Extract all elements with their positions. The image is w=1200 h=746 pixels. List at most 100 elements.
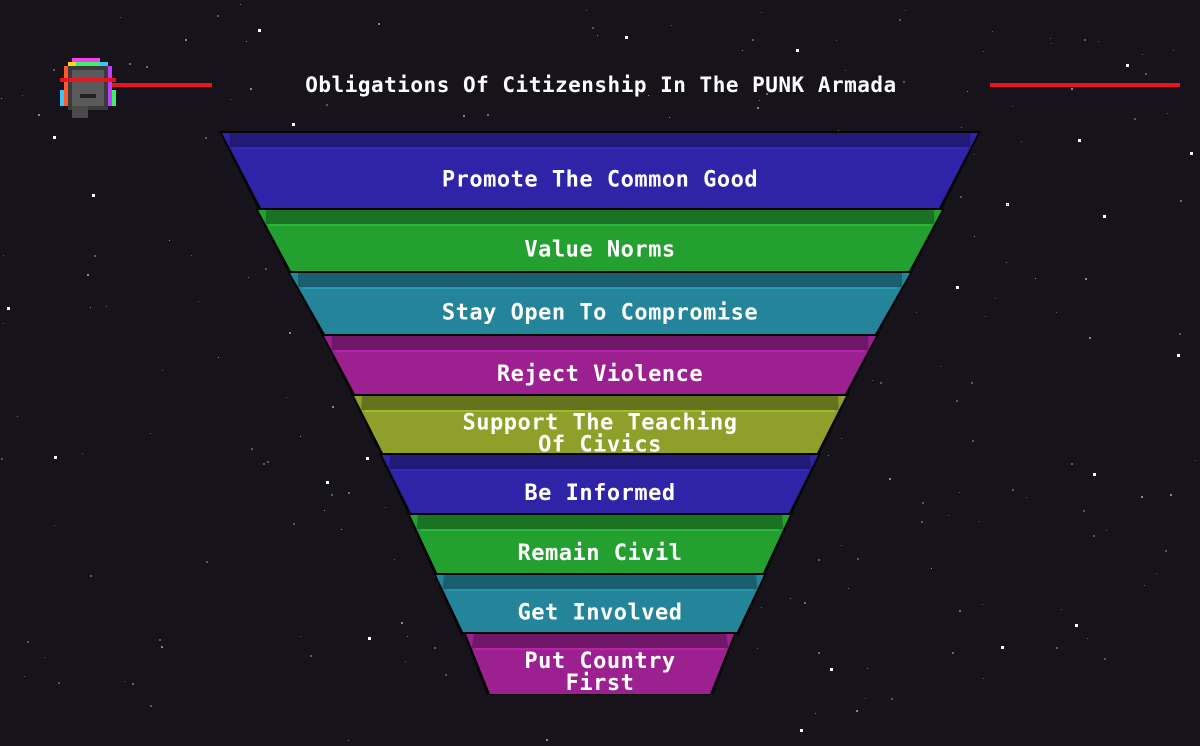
star [1012,489,1014,491]
star [931,568,932,569]
star [1144,585,1145,586]
funnel-tier-label: Stay Open To Compromise [442,301,758,326]
star [1098,41,1099,42]
star [90,575,92,577]
star [1083,510,1085,512]
star [761,607,762,608]
funnel-tier-rim [229,133,971,147]
star [597,35,598,36]
star [983,51,984,52]
pixel-punk-avatar-icon [60,58,116,118]
star [230,99,231,100]
funnel-tier-label: Remain Civil [518,541,683,566]
star [146,66,148,68]
star [979,521,980,522]
funnel-tier-rim [265,210,935,224]
funnel-tier-edge [233,147,967,149]
star [916,312,917,313]
star [300,636,301,637]
star [159,639,161,641]
star [972,440,974,442]
star [586,10,587,11]
funnel-tier-edge [365,410,835,412]
star [956,400,958,402]
star [671,25,672,26]
star [1012,106,1013,107]
star [1056,312,1057,313]
star [205,137,207,139]
title-line-left [112,83,212,87]
star [310,655,312,657]
funnel-tier-1: Promote The Common Good [219,131,981,211]
funnel-tier-edge [269,224,931,226]
funnel-tier-body [222,133,978,210]
star [54,456,57,459]
star [7,307,10,310]
funnel-tier-2: Value Norms [255,208,945,274]
star [956,286,959,289]
star [891,698,893,700]
star [1195,460,1196,461]
star [841,545,842,546]
star [1007,204,1008,205]
star [22,95,23,96]
star [983,678,984,679]
star [132,683,134,685]
star [53,69,55,71]
star [1084,39,1086,41]
star [757,107,759,109]
star [348,492,350,494]
star [1006,262,1007,263]
star [326,104,328,106]
star [258,29,261,32]
star [1126,64,1129,67]
star [289,332,291,334]
star [120,17,121,18]
star [905,10,906,11]
funnel-tier-edge [446,589,754,591]
star [150,705,152,707]
star [17,416,18,417]
star [845,70,846,71]
star [761,12,762,13]
star [463,115,465,117]
star [1,98,2,99]
star [757,648,758,649]
star [54,525,55,526]
star [952,652,954,654]
star [27,641,29,643]
star [800,729,803,732]
star [841,438,842,439]
star [1177,354,1180,357]
star [1190,152,1193,155]
funnel-tier-label: Get Involved [518,601,683,626]
star [1173,50,1174,51]
page-title: Obligations Of Citizenship In The PUNK A… [305,73,897,97]
star [1180,200,1182,202]
star [1026,497,1027,498]
funnel-tier-label: Reject Violence [497,362,703,387]
star [106,306,107,307]
star [326,481,329,484]
star [90,307,91,308]
star [251,448,253,450]
star [960,196,962,198]
star [169,240,170,241]
star [341,529,342,530]
star [818,559,820,561]
star [830,668,833,671]
star [959,610,961,612]
funnel-tier-label: First [566,671,635,696]
star [240,4,241,5]
star [1106,530,1107,531]
star [1145,73,1147,75]
star [804,602,806,604]
star [865,698,866,699]
star [592,27,594,29]
star [250,88,252,90]
star [815,713,816,714]
star [217,15,219,17]
funnel-tier-rim [298,273,902,287]
star [1061,609,1062,610]
